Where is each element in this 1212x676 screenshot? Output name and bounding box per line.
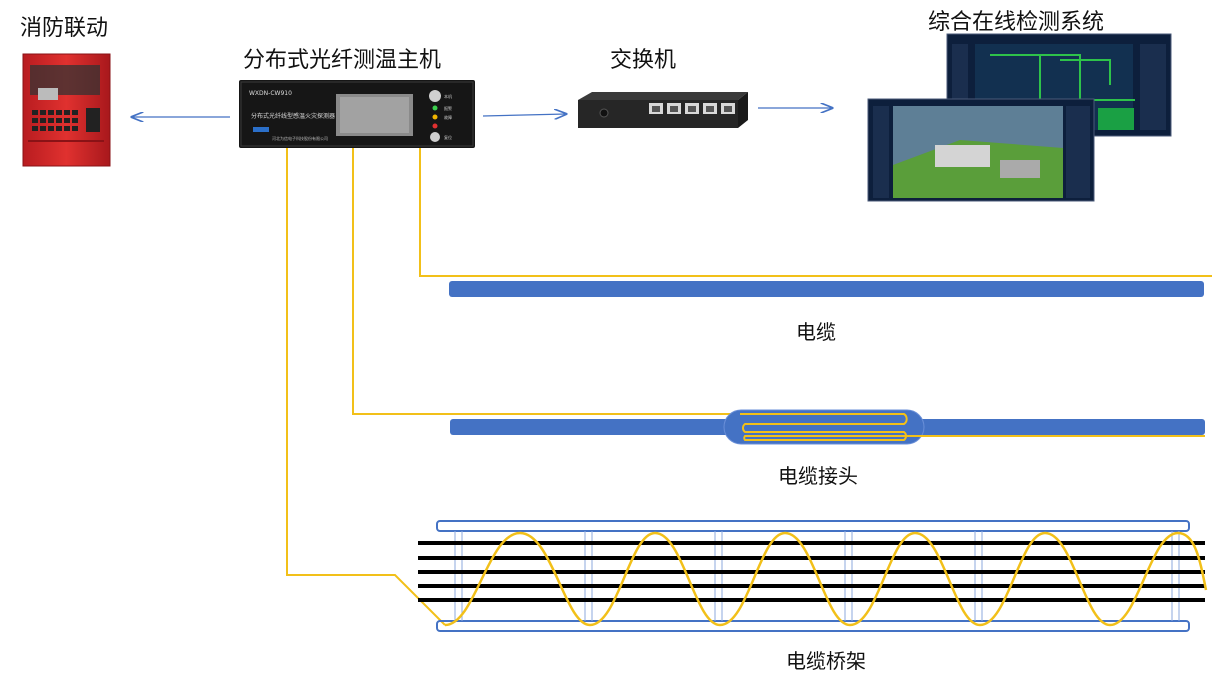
arrow-to-switch [482,114,566,116]
fiber-sine-wave [444,531,1208,627]
fire-linkage-label: 消防联动 [20,16,109,41]
cable-tray-label: 电缆桥架 [786,649,866,673]
switch-label: 交换机 [610,48,677,73]
fiber-line-tray [286,148,446,626]
dts-host-label: 分布式光纤测温主机 [243,48,442,73]
cable-joint-sleeve [723,409,925,445]
dts-maker-text: 河北为信电子科技股份有限公司 [272,135,328,141]
dts-button-label: 故障 [444,114,452,120]
dts-button-label: 复位 [444,134,452,140]
cable-tray [418,520,1205,632]
dts-button-label: 报警 [444,105,452,111]
cable-bar [449,281,1204,297]
dts-device-name-text: 分布式光纤线型感温火灾探测器 [251,112,335,120]
monitor-system-label: 综合在线检测系统 [928,10,1105,35]
fire-alarm-panel-icon [22,53,111,167]
monitor-screens-icon [867,33,1172,202]
dts-button-label: 本机 [444,93,452,99]
fiber-line-cable [419,148,1212,277]
cable-joint-label: 电缆接头 [778,464,858,488]
fiber-joint-coil [740,413,1205,441]
dts-model-text: WXDN-CW910 [249,90,292,97]
network-switch-icon [578,92,748,128]
dts-host-device-icon [239,80,475,148]
fiber-line-joint [352,148,740,415]
cable-label: 电缆 [796,320,836,344]
